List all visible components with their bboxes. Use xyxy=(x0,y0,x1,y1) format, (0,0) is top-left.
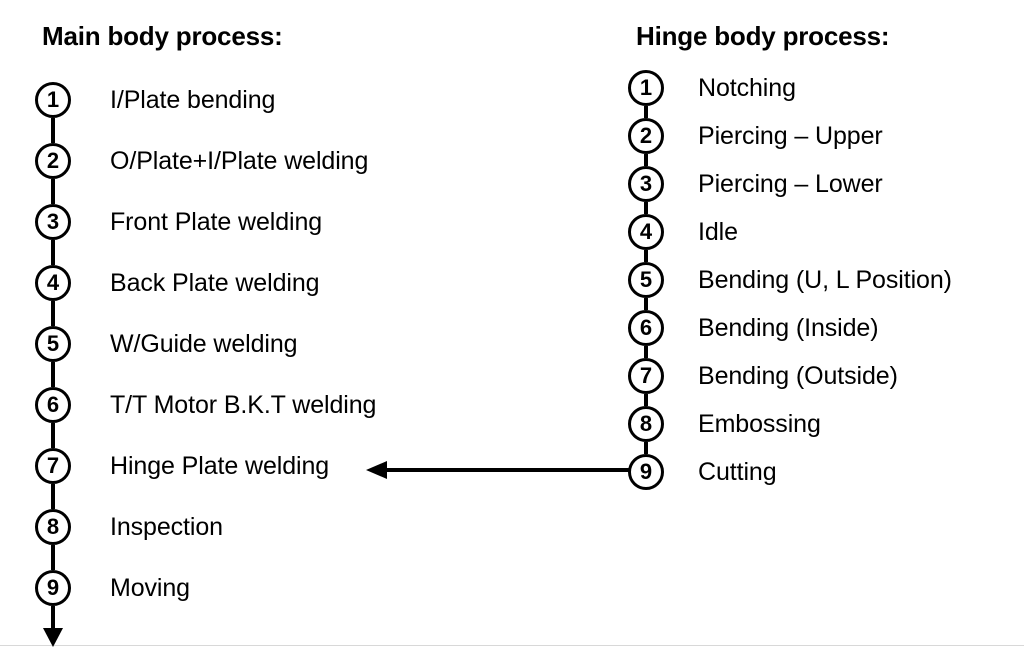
step-number-badge[interactable]: 8 xyxy=(628,406,664,442)
flow-connector-line xyxy=(51,545,55,570)
main-body-process-title: Main body process: xyxy=(42,21,283,51)
step-label: Hinge Plate welding xyxy=(110,452,330,480)
flow-connector-line xyxy=(644,298,648,310)
flow-connector-line xyxy=(644,442,648,454)
step-number-badge[interactable]: 5 xyxy=(628,262,664,298)
step-label: Piercing – Upper xyxy=(698,122,883,150)
step-number-badge[interactable]: 7 xyxy=(35,448,71,484)
step-number-badge[interactable]: 4 xyxy=(628,214,664,250)
flow-connector-line xyxy=(51,362,55,387)
step-label: O/Plate+I/Plate welding xyxy=(110,147,369,175)
flow-connector-line xyxy=(51,118,55,143)
flow-end-line xyxy=(51,606,55,638)
flow-connector-line xyxy=(51,484,55,509)
flow-connector-line xyxy=(51,301,55,326)
flow-connector-line xyxy=(51,423,55,448)
step-number-badge[interactable]: 9 xyxy=(628,454,664,490)
flow-connector-line xyxy=(51,179,55,204)
step-label: T/T Motor B.K.T welding xyxy=(110,391,377,419)
step-label: I/Plate bending xyxy=(110,86,276,114)
flow-end-arrow-icon xyxy=(43,628,63,647)
step-number-badge[interactable]: 2 xyxy=(628,118,664,154)
flow-connector-line xyxy=(644,106,648,118)
step-number-badge[interactable]: 5 xyxy=(35,326,71,362)
cross-link-line xyxy=(385,468,629,472)
bottom-divider xyxy=(0,645,1024,646)
flow-connector-line xyxy=(644,346,648,358)
flow-connector-line xyxy=(644,202,648,214)
step-label: Front Plate welding xyxy=(110,208,323,236)
step-label: Idle xyxy=(698,218,738,246)
step-number-badge[interactable]: 4 xyxy=(35,265,71,301)
step-number-badge[interactable]: 2 xyxy=(35,143,71,179)
step-number-badge[interactable]: 8 xyxy=(35,509,71,545)
step-number-badge[interactable]: 9 xyxy=(35,570,71,606)
step-number-badge[interactable]: 1 xyxy=(628,70,664,106)
step-number-badge[interactable]: 3 xyxy=(628,166,664,202)
step-number-badge[interactable]: 7 xyxy=(628,358,664,394)
step-label: Piercing – Lower xyxy=(698,170,883,198)
step-number-badge[interactable]: 1 xyxy=(35,82,71,118)
flow-connector-line xyxy=(644,154,648,166)
step-label: Notching xyxy=(698,74,796,102)
step-label: Bending (Inside) xyxy=(698,314,879,342)
step-label: Bending (Outside) xyxy=(698,362,898,390)
step-label: Embossing xyxy=(698,410,821,438)
step-label: Cutting xyxy=(698,458,777,486)
flow-connector-line xyxy=(644,250,648,262)
step-label: Inspection xyxy=(110,513,223,541)
step-number-badge[interactable]: 6 xyxy=(35,387,71,423)
step-label: Moving xyxy=(110,574,190,602)
cross-link-arrow-icon xyxy=(366,461,387,479)
step-number-badge[interactable]: 3 xyxy=(35,204,71,240)
hinge-body-process-title: Hinge body process: xyxy=(636,21,890,51)
step-number-badge[interactable]: 6 xyxy=(628,310,664,346)
flow-connector-line xyxy=(51,240,55,265)
step-label: Bending (U, L Position) xyxy=(698,266,952,294)
flow-connector-line xyxy=(644,394,648,406)
step-label: W/Guide welding xyxy=(110,330,298,358)
step-label: Back Plate welding xyxy=(110,269,320,297)
